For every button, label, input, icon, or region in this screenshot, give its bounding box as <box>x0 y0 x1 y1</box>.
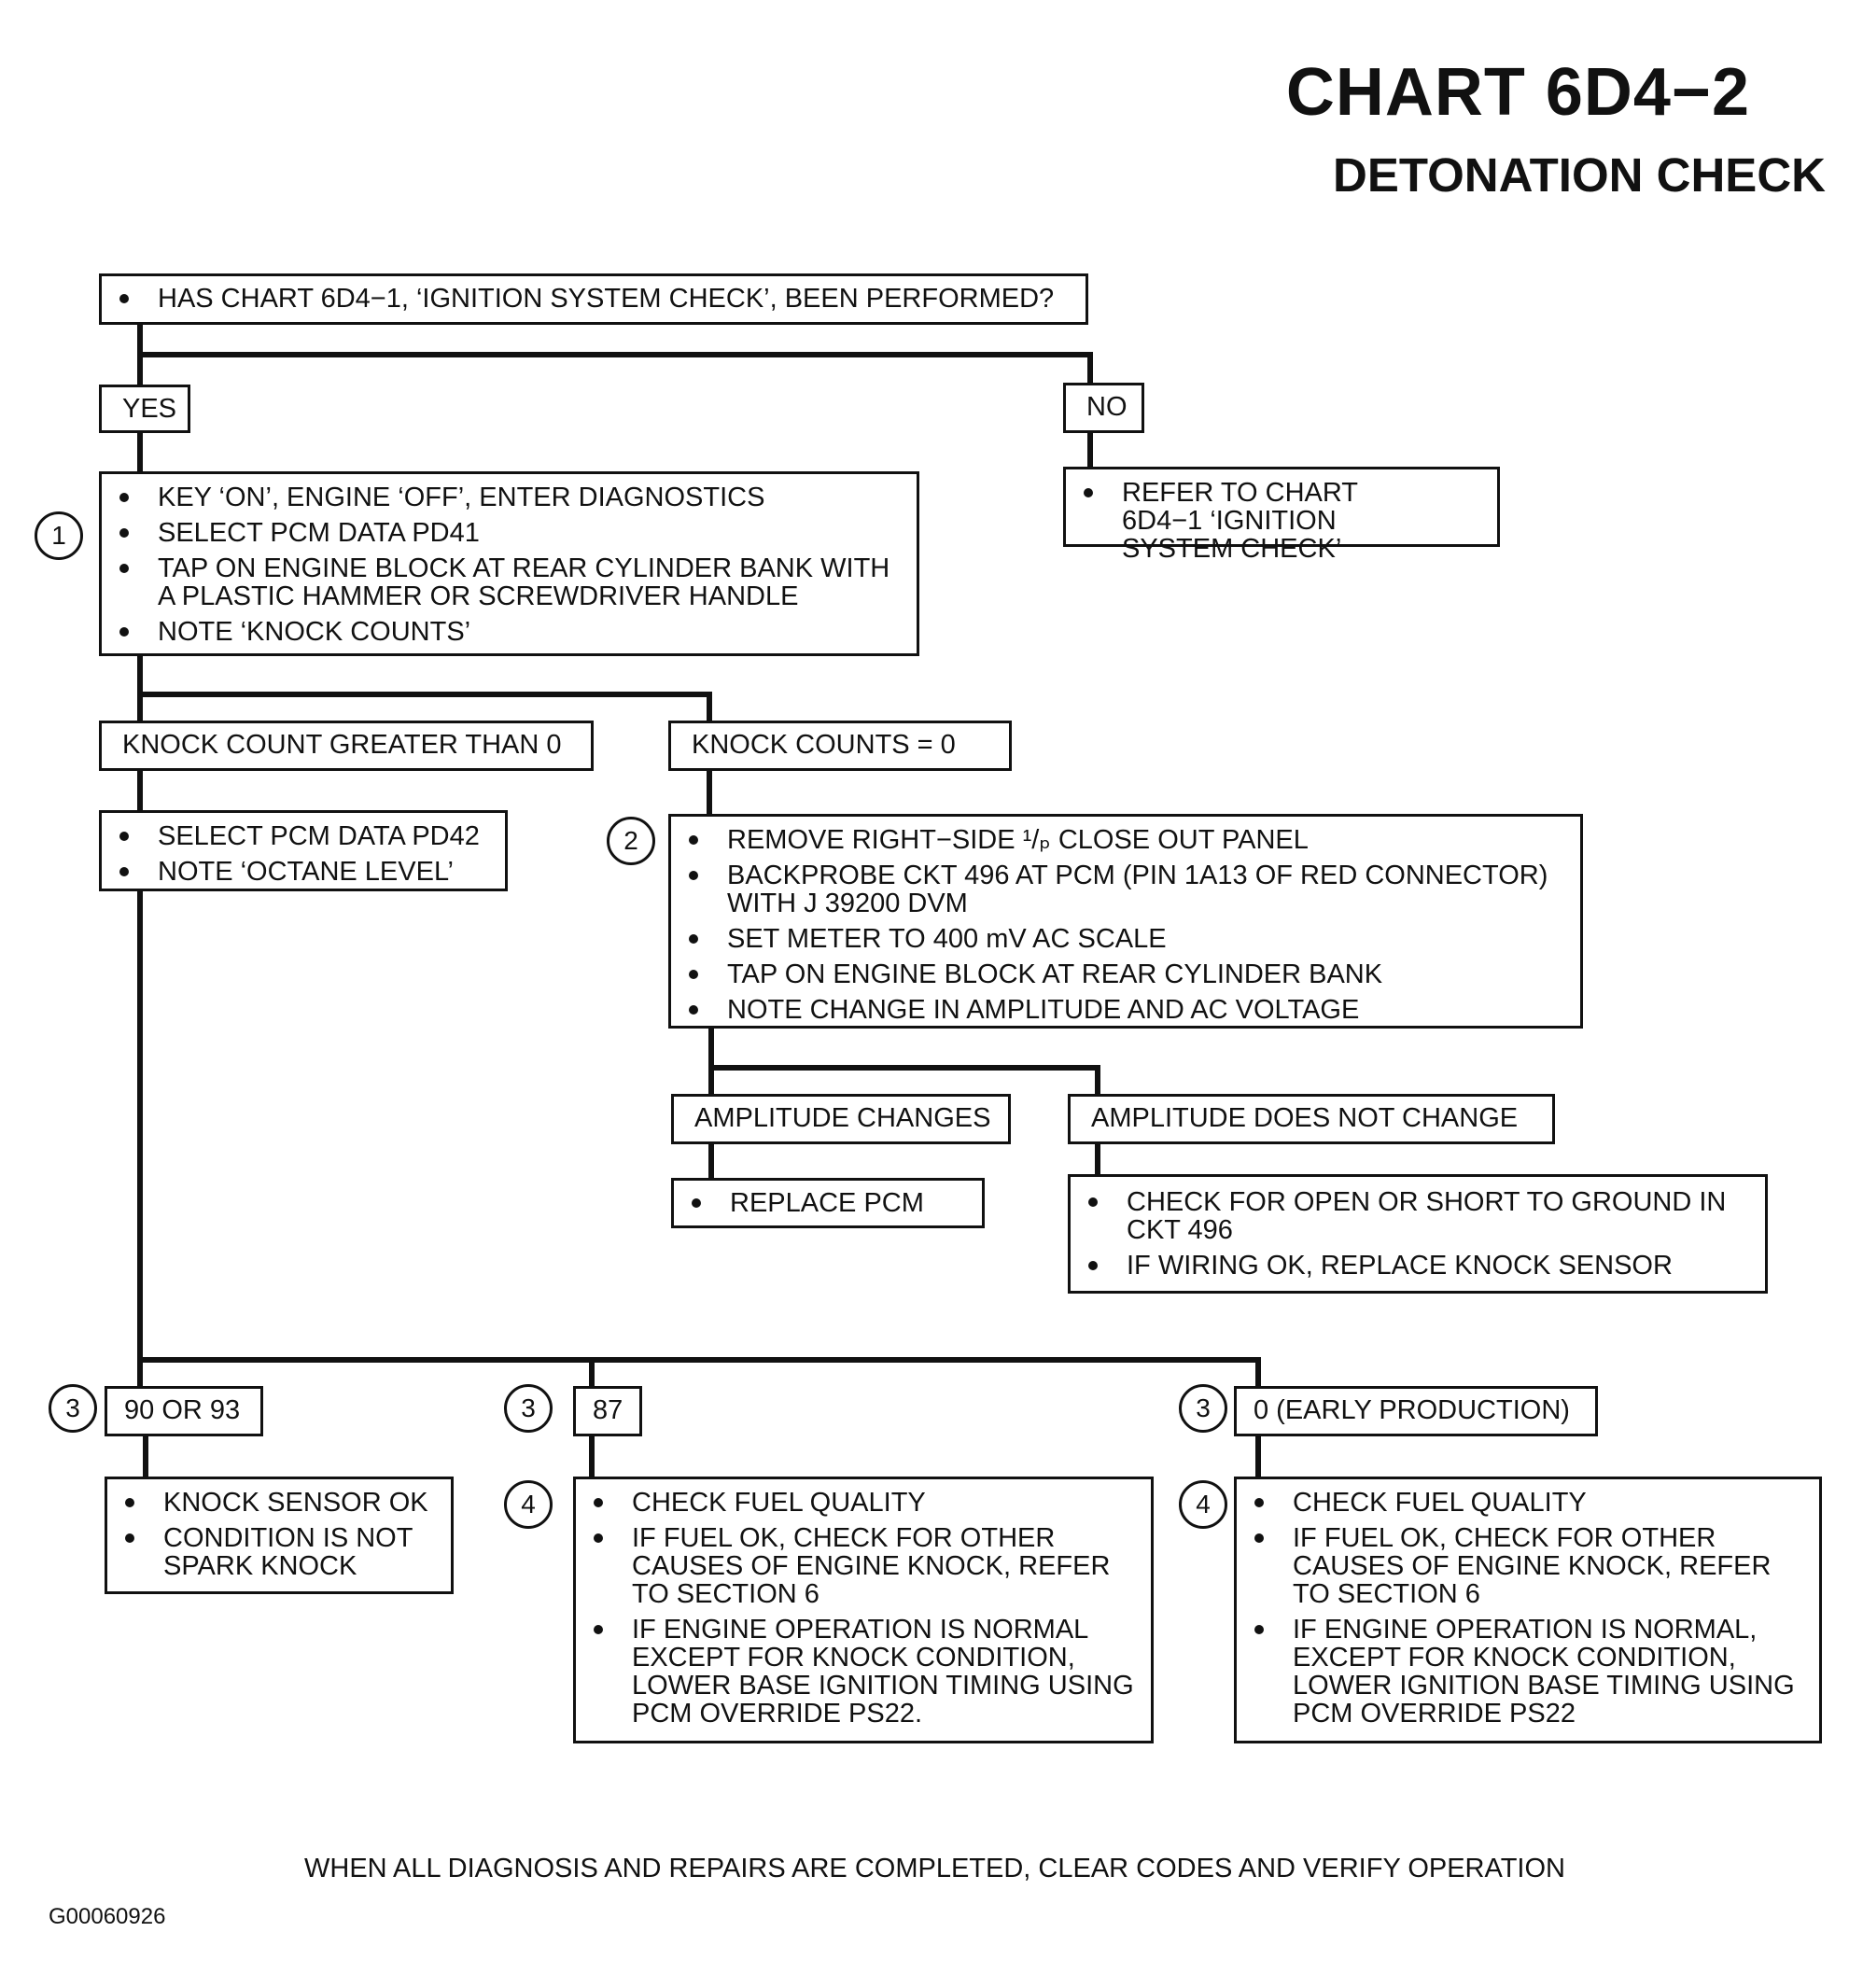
check-open-item: IF WIRING OK, REPLACE KNOCK SENSOR <box>1088 1252 1752 1280</box>
knock-sensor-ok-box: KNOCK SENSOR OK CONDITION IS NOT SPARK K… <box>105 1477 454 1594</box>
no-label: NO <box>1086 392 1128 422</box>
fuel-quality-early-item: IF ENGINE OPERATION IS NORMAL, EXCEPT FO… <box>1254 1616 1806 1728</box>
step-1-item: NOTE ‘KNOCK COUNTS’ <box>119 618 903 646</box>
figure-id: G00060926 <box>49 1904 166 1929</box>
step-3-marker-c: 3 <box>1179 1384 1227 1433</box>
amp-changes-label: AMPLITUDE CHANGES <box>694 1103 991 1133</box>
connector-start-no <box>137 352 1093 385</box>
start-question-text: HAS CHART 6D4−1, ‘IGNITION SYSTEM CHECK’… <box>119 285 1072 313</box>
fuel-quality-early-item: IF FUEL OK, CHECK FOR OTHER CAUSES OF EN… <box>1254 1524 1806 1608</box>
amp-changes-box: AMPLITUDE CHANGES <box>671 1094 1011 1144</box>
octane-87-box: 87 <box>573 1386 642 1436</box>
step-2-item: SET METER TO 400 mV AC SCALE <box>689 925 1567 953</box>
connector-step1-zero <box>137 692 712 723</box>
knock-greater-box: KNOCK COUNT GREATER THAN 0 <box>99 721 594 771</box>
pd42-item: NOTE ‘OCTANE LEVEL’ <box>119 858 492 886</box>
chart-subtitle: DETONATION CHECK <box>1333 148 1826 202</box>
amp-no-change-label: AMPLITUDE DOES NOT CHANGE <box>1091 1103 1519 1133</box>
connector-octane-bus <box>137 1357 1261 1389</box>
step-2-item: NOTE CHANGE IN AMPLITUDE AND AC VOLTAGE <box>689 996 1567 1024</box>
step-4-marker-b: 4 <box>504 1480 553 1529</box>
knock-sensor-ok-item: CONDITION IS NOT SPARK KNOCK <box>125 1524 438 1580</box>
step-2-item: BACKPROBE CKT 496 AT PCM (PIN 1A13 OF RE… <box>689 861 1567 917</box>
step-1-item: SELECT PCM DATA PD41 <box>119 519 903 547</box>
step-4-marker-c: 4 <box>1179 1480 1227 1529</box>
no-action-item: REFER TO CHART 6D4−1 ‘IGNITION SYSTEM CH… <box>1084 479 1394 563</box>
check-open-item: CHECK FOR OPEN OR SHORT TO GROUND IN CKT… <box>1088 1188 1752 1244</box>
step-1-marker: 1 <box>35 511 83 560</box>
replace-pcm-box: REPLACE PCM <box>671 1178 985 1228</box>
no-label-box: NO <box>1063 383 1144 433</box>
octane-early-label: 0 (EARLY PRODUCTION) <box>1254 1395 1570 1425</box>
step-2-item: TAP ON ENGINE BLOCK AT REAR CYLINDER BAN… <box>689 960 1567 988</box>
replace-pcm-item: REPLACE PCM <box>692 1189 969 1217</box>
step-3-marker-b: 3 <box>504 1384 553 1433</box>
step-3-marker-a: 3 <box>49 1384 97 1433</box>
fuel-quality-early-box: CHECK FUEL QUALITY IF FUEL OK, CHECK FOR… <box>1234 1477 1822 1743</box>
no-action-box: REFER TO CHART 6D4−1 ‘IGNITION SYSTEM CH… <box>1063 467 1500 563</box>
connector-step2-amp-no-change <box>708 1065 1100 1097</box>
octane-early-box: 0 (EARLY PRODUCTION) <box>1234 1386 1598 1436</box>
pd42-box: SELECT PCM DATA PD42 NOTE ‘OCTANE LEVEL’ <box>99 810 508 891</box>
knock-zero-label: KNOCK COUNTS = 0 <box>692 730 956 760</box>
fuel-quality-early-item: CHECK FUEL QUALITY <box>1254 1489 1806 1517</box>
footer-note: WHEN ALL DIAGNOSIS AND REPAIRS ARE COMPL… <box>304 1854 1565 1883</box>
pd42-item: SELECT PCM DATA PD42 <box>119 822 492 850</box>
knock-zero-box: KNOCK COUNTS = 0 <box>668 721 1012 771</box>
knock-greater-label: KNOCK COUNT GREATER THAN 0 <box>122 730 562 760</box>
start-question-box: HAS CHART 6D4−1, ‘IGNITION SYSTEM CHECK’… <box>99 273 1088 325</box>
check-open-box: CHECK FOR OPEN OR SHORT TO GROUND IN CKT… <box>1068 1174 1768 1294</box>
knock-sensor-ok-item: KNOCK SENSOR OK <box>125 1489 438 1517</box>
yes-label: YES <box>122 394 177 424</box>
octane-90-93-box: 90 OR 93 <box>105 1386 263 1436</box>
fuel-quality-87-item: IF ENGINE OPERATION IS NORMAL EXCEPT FOR… <box>594 1616 1138 1728</box>
fuel-quality-87-item: IF FUEL OK, CHECK FOR OTHER CAUSES OF EN… <box>594 1524 1138 1608</box>
chart-title: CHART 6D4−2 <box>1285 55 1750 130</box>
step-1-item: KEY ‘ON’, ENGINE ‘OFF’, ENTER DIAGNOSTIC… <box>119 483 903 511</box>
step-2-item: REMOVE RIGHT−SIDE ¹/ₚ CLOSE OUT PANEL <box>689 826 1567 854</box>
yes-label-box: YES <box>99 385 190 433</box>
fuel-quality-87-box: CHECK FUEL QUALITY IF FUEL OK, CHECK FOR… <box>573 1477 1154 1743</box>
octane-90-93-label: 90 OR 93 <box>124 1395 241 1425</box>
step-1-box: KEY ‘ON’, ENGINE ‘OFF’, ENTER DIAGNOSTIC… <box>99 471 919 656</box>
step-2-box: REMOVE RIGHT−SIDE ¹/ₚ CLOSE OUT PANEL BA… <box>668 814 1583 1029</box>
step-2-marker: 2 <box>607 817 655 865</box>
fuel-quality-87-item: CHECK FUEL QUALITY <box>594 1489 1138 1517</box>
octane-87-label: 87 <box>593 1395 623 1425</box>
amp-no-change-box: AMPLITUDE DOES NOT CHANGE <box>1068 1094 1555 1144</box>
step-1-item: TAP ON ENGINE BLOCK AT REAR CYLINDER BAN… <box>119 554 903 610</box>
